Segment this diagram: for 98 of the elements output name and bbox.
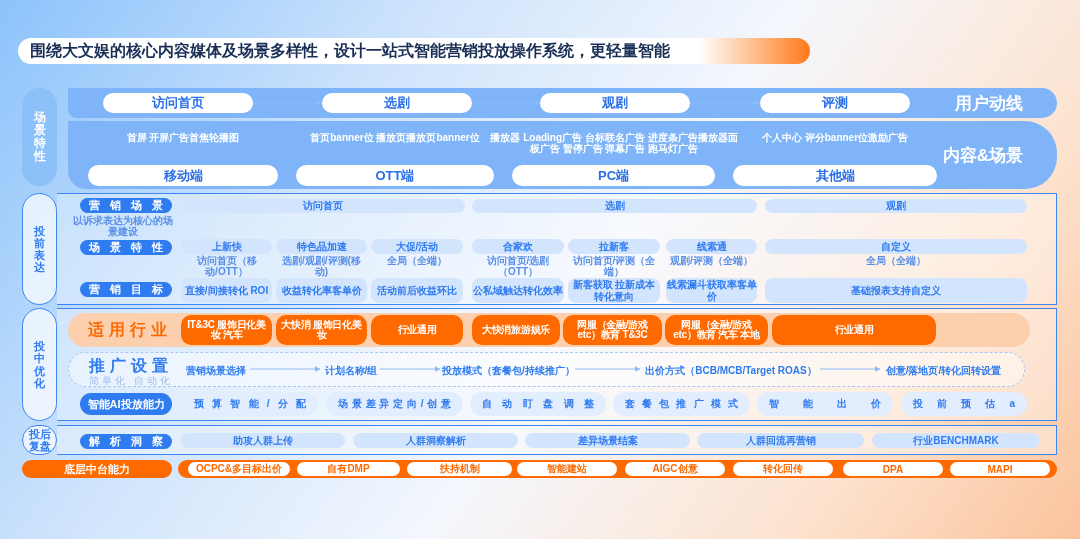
title-banner: 围绕大文娱的核心内容媒体及场景多样性，设计一站式智能营销投放操作系统，更轻量智能: [18, 38, 810, 64]
stage-pill: 评测: [760, 93, 910, 113]
ability-pill: 自动盯盘调整: [470, 392, 606, 416]
placement-note: 以诉求表达为核心的场景建设: [72, 215, 174, 237]
stage-pill: OTT端: [296, 165, 494, 186]
placement-note: 个人中心 评分banner位激励广告: [760, 132, 910, 143]
row-label-pill: 智能AI投放能力: [80, 393, 172, 415]
step-text: 投放模式（套餐包/持续推广）: [441, 364, 576, 378]
placement-note: 选剧/观剧/评测(移动): [281, 255, 362, 277]
band-label: 内容&场景: [942, 144, 1023, 167]
flow-arrow: [379, 366, 441, 372]
item-pill: 基础报表支持自定义: [765, 278, 1027, 303]
foundation-label: 底层中台能力: [22, 460, 172, 478]
setup-band: [68, 352, 1025, 387]
placement-note: 访问首页/选剧（OTT）: [485, 255, 551, 277]
industry-band: [68, 313, 1030, 347]
ability-pill: 套餐包推广模式: [613, 392, 750, 416]
row-label-pill: 解析洞察: [80, 434, 172, 449]
section-panel: [57, 425, 1057, 455]
section-label: 场景特性: [22, 88, 57, 186]
section-label: 投前表达: [22, 193, 57, 305]
stage-pill: 访问首页: [103, 93, 253, 113]
item-pill: 新客获取 拉新成本转化意向: [568, 278, 660, 303]
band-label: 用户动线: [955, 92, 1023, 115]
item-pill: 人群回流再营销: [697, 433, 864, 448]
item-pill: 行业BENCHMARK: [872, 433, 1040, 448]
item-pill: 合家欢: [472, 239, 564, 254]
row-label-pill: 营销目标: [80, 282, 172, 297]
capability-pill: 扶持机制: [407, 462, 512, 476]
stage-pill: 选剧: [322, 93, 472, 113]
flow-arrow: [471, 100, 541, 106]
stage-pill: PC端: [512, 165, 715, 186]
band-subheading: 简单化 自动化: [89, 374, 173, 388]
item-pill: 线索通: [666, 239, 757, 254]
industry-pill: 网服（金融/游戏etc）教育 汽车 本地: [665, 315, 768, 345]
flow-arrow: [689, 100, 761, 106]
flow-arrow: [819, 366, 881, 372]
industry-pill: IT&3C 服饰日化美妆 汽车: [181, 315, 272, 345]
ability-pill: 投前预估a: [901, 392, 1027, 416]
capability-pill: 转化回传: [733, 462, 833, 476]
stage-pill: 移动端: [88, 165, 278, 186]
stage-pill: 其他端: [733, 165, 937, 186]
placement-note: 首页banner位 播放页播放页banner位: [310, 132, 480, 143]
stage-pill: 观剧: [540, 93, 690, 113]
item-pill: 人群洞察解析: [353, 433, 518, 448]
placement-note: 访问首页（移动/OTT）: [195, 255, 258, 277]
section-label: 投中优化: [22, 308, 57, 421]
step-text: 计划名称/组: [321, 364, 381, 378]
step-text: 创意/落地页/转化回转设置: [881, 364, 1006, 378]
flow-arrow: [249, 366, 321, 372]
capability-pill: DPA: [843, 462, 943, 476]
capability-pill: MAPI: [950, 462, 1050, 476]
band-heading: 适用行业: [88, 319, 172, 340]
placement-note: 全局（全端）: [865, 255, 927, 266]
placement-note: 播放器 Loading广告 台标联名广告 进度条广告播放器面板广告 暂停广告 弹幕广告 跑马灯广告: [489, 132, 739, 154]
step-text: 营销场景选择: [181, 364, 251, 378]
section-panel: [57, 308, 1057, 421]
section-label: 投后复盘: [22, 425, 57, 455]
flow-arrow: [574, 366, 641, 372]
item-pill: 公私域触达转化效率: [472, 278, 564, 303]
industry-pill: 大快消 服饰日化美妆: [276, 315, 367, 345]
item-pill: 活动前后收益环比: [371, 278, 463, 303]
flow-arrow: [252, 100, 323, 106]
row-label-pill: 营销场景: [80, 198, 172, 213]
item-pill: 访问首页: [181, 199, 465, 213]
industry-pill: 行业通用: [371, 315, 463, 345]
item-pill: 观剧: [765, 199, 1027, 213]
band-heading: 推广设置: [89, 356, 173, 376]
item-pill: 差异场景结案: [525, 433, 690, 448]
item-pill: 助攻人群上传: [181, 433, 345, 448]
placement-note: 观剧/评测（全端）: [669, 255, 754, 266]
item-pill: 上新快: [181, 239, 272, 254]
capability-pill: 自有DMP: [297, 462, 400, 476]
item-pill: 大促/活动: [371, 239, 463, 254]
industry-pill: 行业通用: [772, 315, 936, 345]
section-panel: [57, 193, 1057, 305]
ability-pill: 智能出价: [757, 392, 893, 416]
flow-band: [68, 121, 1057, 189]
step-text: 出价方式（BCB/MCB/Target ROAS）: [641, 364, 821, 378]
capability-pill: OCPC&多目标出价: [188, 462, 290, 476]
row-label-pill: 场景特性: [80, 240, 172, 255]
foundation-bar: [178, 460, 1057, 478]
flow-band: [68, 88, 1057, 118]
item-pill: 拉新客: [568, 239, 660, 254]
item-pill: 自定义: [765, 239, 1027, 254]
item-pill: 选剧: [472, 199, 757, 213]
placement-note: 全局（全端）: [386, 255, 448, 266]
capability-pill: 智能建站: [517, 462, 617, 476]
item-pill: 直接/间接转化 ROI: [181, 278, 272, 303]
capability-pill: AIGC创意: [625, 462, 725, 476]
industry-pill: 网服（金融/游戏etc）教育 T&3C: [563, 315, 662, 345]
placement-note: 访问首页/评测（全端）: [571, 255, 657, 277]
item-pill: 收益转化率客单价: [276, 278, 367, 303]
item-pill: 线索漏斗获取率客单价: [666, 278, 757, 303]
ability-pill: 场景差异定向/创意: [326, 392, 463, 416]
placement-note: 首屏 开屏广告首焦轮播图: [125, 132, 241, 143]
industry-pill: 大快消旅游娱乐: [472, 315, 560, 345]
item-pill: 特色品加速: [276, 239, 367, 254]
